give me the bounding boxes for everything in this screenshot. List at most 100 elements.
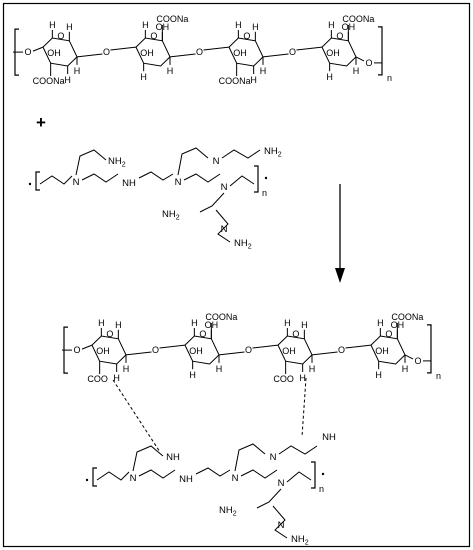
terminal-amine: NH2 <box>264 146 282 159</box>
hydroxyl-group: OH <box>47 48 61 58</box>
hydrogen-atom: H <box>113 373 120 383</box>
carboxylate-group: COONa <box>205 312 237 322</box>
hydrogen-atom: H <box>167 66 174 76</box>
hydrogen-atom: H <box>64 75 71 85</box>
hydroxyl-group: OH <box>326 48 340 58</box>
pei-bracket-left <box>35 171 40 191</box>
glycosidic-oxygen: O <box>152 345 159 355</box>
ring-oxygen: O <box>150 31 157 41</box>
terminal-oxygen: O <box>365 58 372 68</box>
chain-end-dot <box>321 472 325 476</box>
hydrogen-atom: H <box>328 20 335 30</box>
tertiary-nitrogen: N <box>221 182 228 193</box>
hydrogen-atom: H <box>402 364 409 374</box>
hydroxyl-group: OH <box>189 346 203 356</box>
ring-oxygen: O <box>106 329 113 339</box>
hydroxyl-group: OH <box>282 346 296 356</box>
pei-bracket-left <box>92 467 97 487</box>
carboxylate-group: COO <box>87 374 108 384</box>
secondary-amine-nh: NH <box>179 474 193 485</box>
repeat-index-n: n <box>262 188 267 198</box>
hydrogen-atom: H <box>299 373 306 383</box>
carboxylate-group: COONa <box>391 312 423 322</box>
hydrogen-atom: H <box>284 318 291 328</box>
hydrogen-atom: H <box>353 66 360 76</box>
terminal-amine-lower-subscript: 2 <box>176 215 180 222</box>
plus-sign: + <box>36 113 46 132</box>
tertiary-nitrogen: N <box>130 473 137 484</box>
terminal-amine-bottom-subscript: 2 <box>305 540 309 547</box>
chain-end-dot <box>28 182 32 186</box>
ring-oxygen: O <box>199 329 206 339</box>
ring-oxygen: O <box>57 31 64 41</box>
repeat-bracket-left <box>14 28 19 76</box>
tertiary-nitrogen: N <box>175 177 182 188</box>
hydrogen-atom: H <box>66 22 73 32</box>
hydrogen-atom: H <box>98 318 105 328</box>
ring-oxygen: O <box>243 31 250 41</box>
hydrogen-atom: H <box>142 20 149 30</box>
hydrogen-atom: H <box>123 364 130 374</box>
terminal-amine-bottom: NH2 <box>234 238 252 251</box>
hydrogen-atom: H <box>191 318 198 328</box>
pei-bracket-right <box>311 461 316 489</box>
repeat-bracket-right <box>378 26 383 76</box>
hydrogen-atom: H <box>189 370 196 380</box>
branch-amine: NH2 <box>108 156 126 169</box>
glycosidic-oxygen: O <box>196 47 203 57</box>
branch-amine-subscript: 2 <box>122 162 126 169</box>
glycosidic-oxygen: O <box>289 47 296 57</box>
hydroxyl-group: OH <box>96 346 110 356</box>
carboxylate-group: COO <box>273 374 294 384</box>
hydrogen-atom: H <box>375 370 382 380</box>
repeat-index-n: n <box>436 371 441 381</box>
secondary-nitrogen: N <box>270 452 277 463</box>
branch-amine-nh: NH <box>322 432 336 443</box>
ionic-interaction-left <box>112 379 161 453</box>
hydrogen-atom: H <box>235 20 242 30</box>
alginate-segment-in-complex: OHHHOHHCOOOOHHHOHOHCOONaOOHHHOHHCOOOOHHH… <box>62 312 441 384</box>
terminal-oxygen: O <box>24 47 31 57</box>
hydroxyl-group: OH <box>375 346 389 356</box>
repeat-index-n: n <box>387 73 392 83</box>
ring-oxygen: O <box>292 329 299 339</box>
glycosidic-oxygen: O <box>103 47 110 57</box>
terminal-amine-lower-subscript: 2 <box>233 511 237 518</box>
glycosidic-oxygen: O <box>245 345 252 355</box>
terminal-oxygen: O <box>414 356 421 366</box>
hydrogen-atom: H <box>250 75 257 85</box>
chain-end-dot <box>85 478 89 482</box>
hydrogen-atom: H <box>74 66 81 76</box>
hydrogen-atom: H <box>115 320 122 330</box>
glycosidic-oxygen: O <box>338 345 345 355</box>
terminal-amine-subscript: 2 <box>278 152 282 159</box>
carboxylate-group: COONa <box>156 14 188 24</box>
terminal-oxygen: O <box>73 345 80 355</box>
branch-amine-nh: NH <box>166 452 180 463</box>
ring-oxygen: O <box>385 329 392 339</box>
carboxylate-group: COONa <box>33 76 65 86</box>
pei-bracket-right <box>254 165 259 193</box>
hydrogen-atom: H <box>301 320 308 330</box>
repeat-bracket-left <box>63 326 68 374</box>
hydroxyl-group: OH <box>233 48 247 58</box>
secondary-nitrogen: N <box>213 156 220 167</box>
hydrogen-atom: H <box>140 72 147 82</box>
hydrogen-atom: H <box>326 72 333 82</box>
branch-nitrogen: N <box>221 224 228 235</box>
hydrogen-atom: H <box>216 364 223 374</box>
hydrogen-atom: H <box>260 66 267 76</box>
secondary-amine-nh: NH <box>122 178 136 189</box>
hydroxyl-group: OH <box>140 48 154 58</box>
repeat-bracket-right <box>427 324 432 374</box>
carboxylate-group: COONa <box>219 76 251 86</box>
tertiary-nitrogen: N <box>232 473 239 484</box>
tertiary-nitrogen: N <box>278 478 285 489</box>
